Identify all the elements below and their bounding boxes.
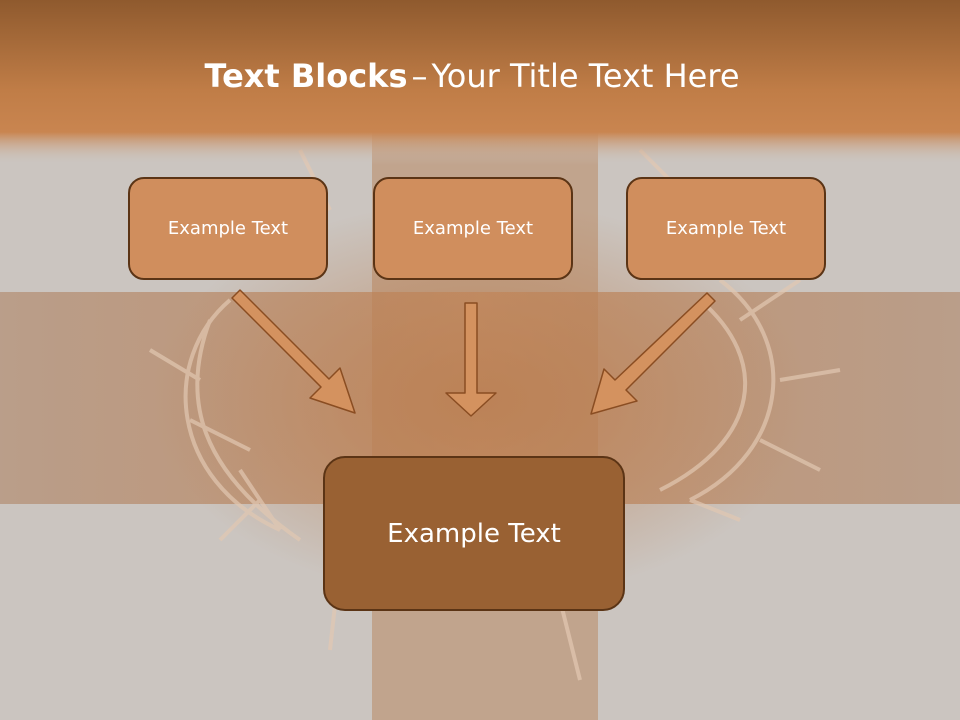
slide-title: Text Blocks–Your Title Text Here <box>0 52 944 100</box>
title-rest: Your Title Text Here <box>431 57 740 95</box>
title-dash: – <box>411 57 428 95</box>
text-block-3-label: Example Text <box>665 218 787 239</box>
text-block-3: Example Text <box>626 177 826 280</box>
arrow-center-down <box>445 302 497 417</box>
text-block-1-label: Example Text <box>167 218 289 239</box>
title-bold: Text Blocks <box>204 57 408 95</box>
text-block-2-label: Example Text <box>412 218 534 239</box>
text-block-2: Example Text <box>373 177 573 280</box>
center-text-block-label: Example Text <box>387 518 561 549</box>
arrow-left-diagonal <box>231 289 356 414</box>
header-band <box>0 0 960 165</box>
center-text-block: Example Text <box>323 456 625 611</box>
arrow-right-diagonal <box>590 292 716 415</box>
crown-of-thorns <box>148 148 841 681</box>
text-block-1: Example Text <box>128 177 328 280</box>
